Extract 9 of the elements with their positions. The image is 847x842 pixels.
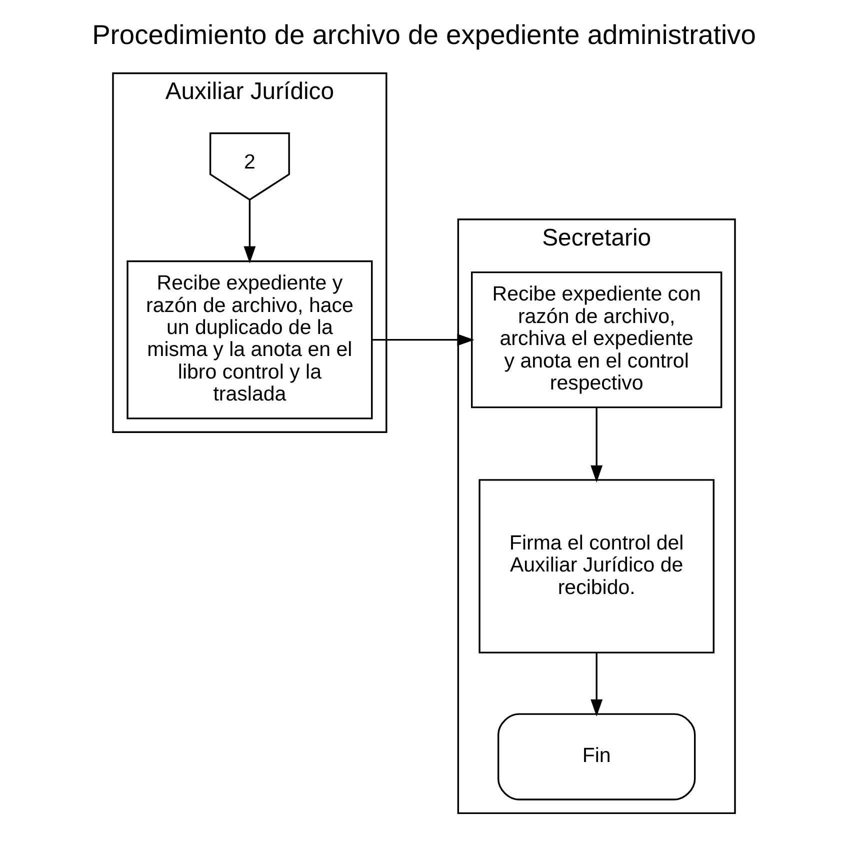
node-box: Firma el control del Auxiliar Jurídico de recibido. bbox=[478, 479, 714, 654]
arrow bbox=[372, 334, 474, 346]
arrow bbox=[590, 408, 602, 482]
diagram-title: Procedimiento de archivo de expediente administrativo bbox=[92, 18, 756, 50]
node-box: Recibe expediente y razón de archivo, hace un duplicado de la misma y la anota en el libro control y la traslada bbox=[126, 260, 372, 420]
node-box: Recibe expediente con razón de archivo, archiva el expediente y anota en el control respectivo bbox=[470, 271, 722, 408]
arrow bbox=[243, 200, 256, 264]
node-box: Fin bbox=[496, 713, 696, 800]
arrow bbox=[590, 652, 602, 717]
